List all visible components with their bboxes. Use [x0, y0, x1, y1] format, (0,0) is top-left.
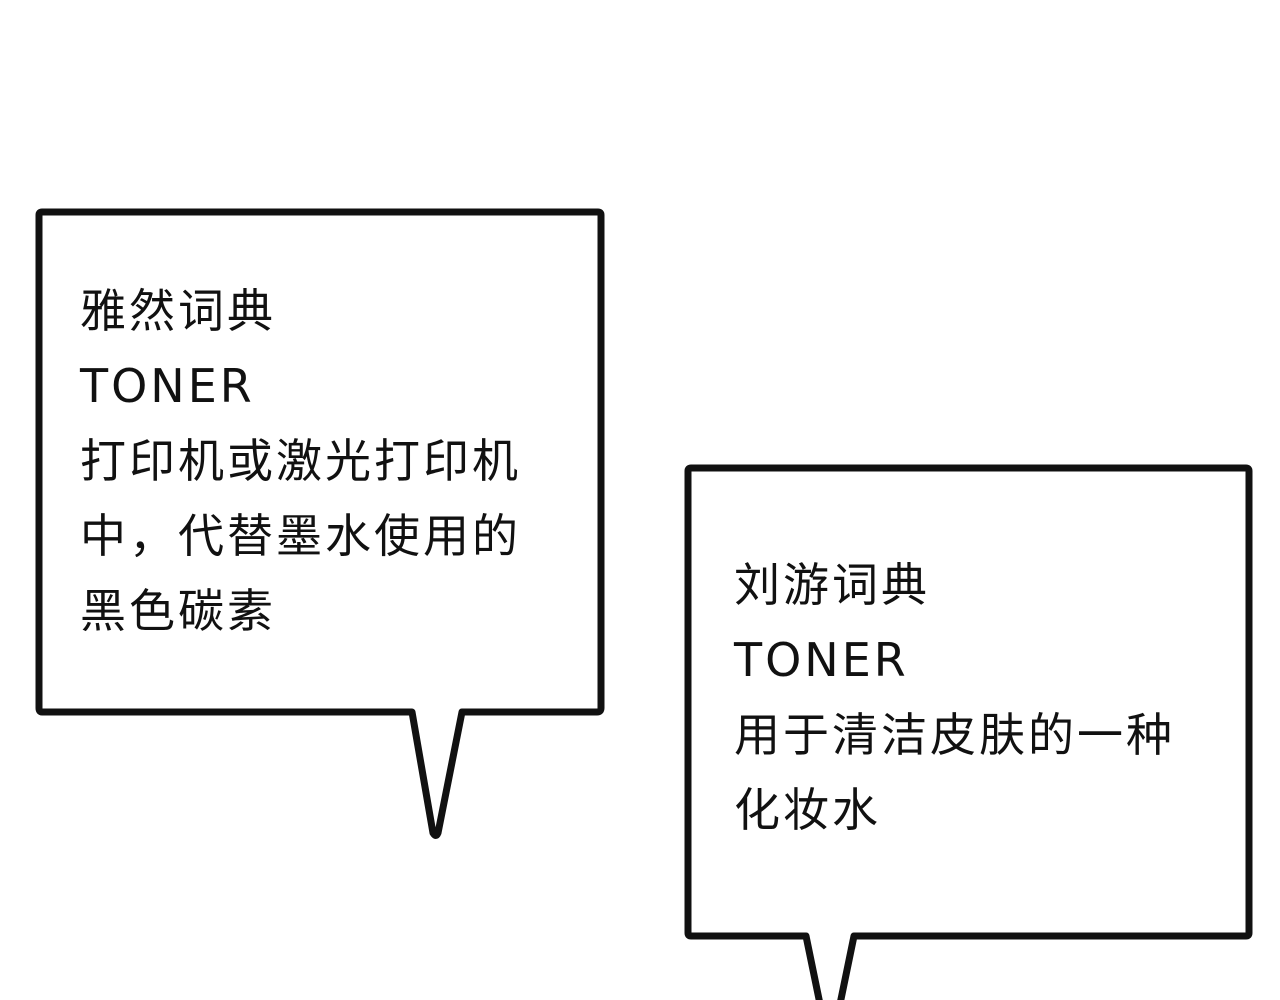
term: TONER: [80, 359, 255, 413]
definition-line: 用于清洁皮肤的一种: [734, 708, 1175, 762]
definition-line: 打印机或激光打印机: [80, 434, 521, 488]
speech-bubble-right: [684, 464, 1253, 1000]
definition-line: 中，代替墨水使用的: [80, 509, 521, 563]
dictionary-name: 雅然词典: [80, 284, 276, 338]
bubble-left-text: 雅然词典 TONER 打印机或激光打印机 中，代替墨水使用的 黑色碳素: [80, 274, 521, 649]
bubble-right-text: 刘游词典 TONER 用于清洁皮肤的一种 化妆水: [734, 548, 1175, 848]
speech-bubble-left: [35, 208, 605, 839]
term: TONER: [734, 633, 909, 687]
dictionary-name: 刘游词典: [734, 558, 930, 612]
definition-line: 化妆水: [734, 783, 881, 837]
definition-line: 黑色碳素: [80, 584, 276, 638]
